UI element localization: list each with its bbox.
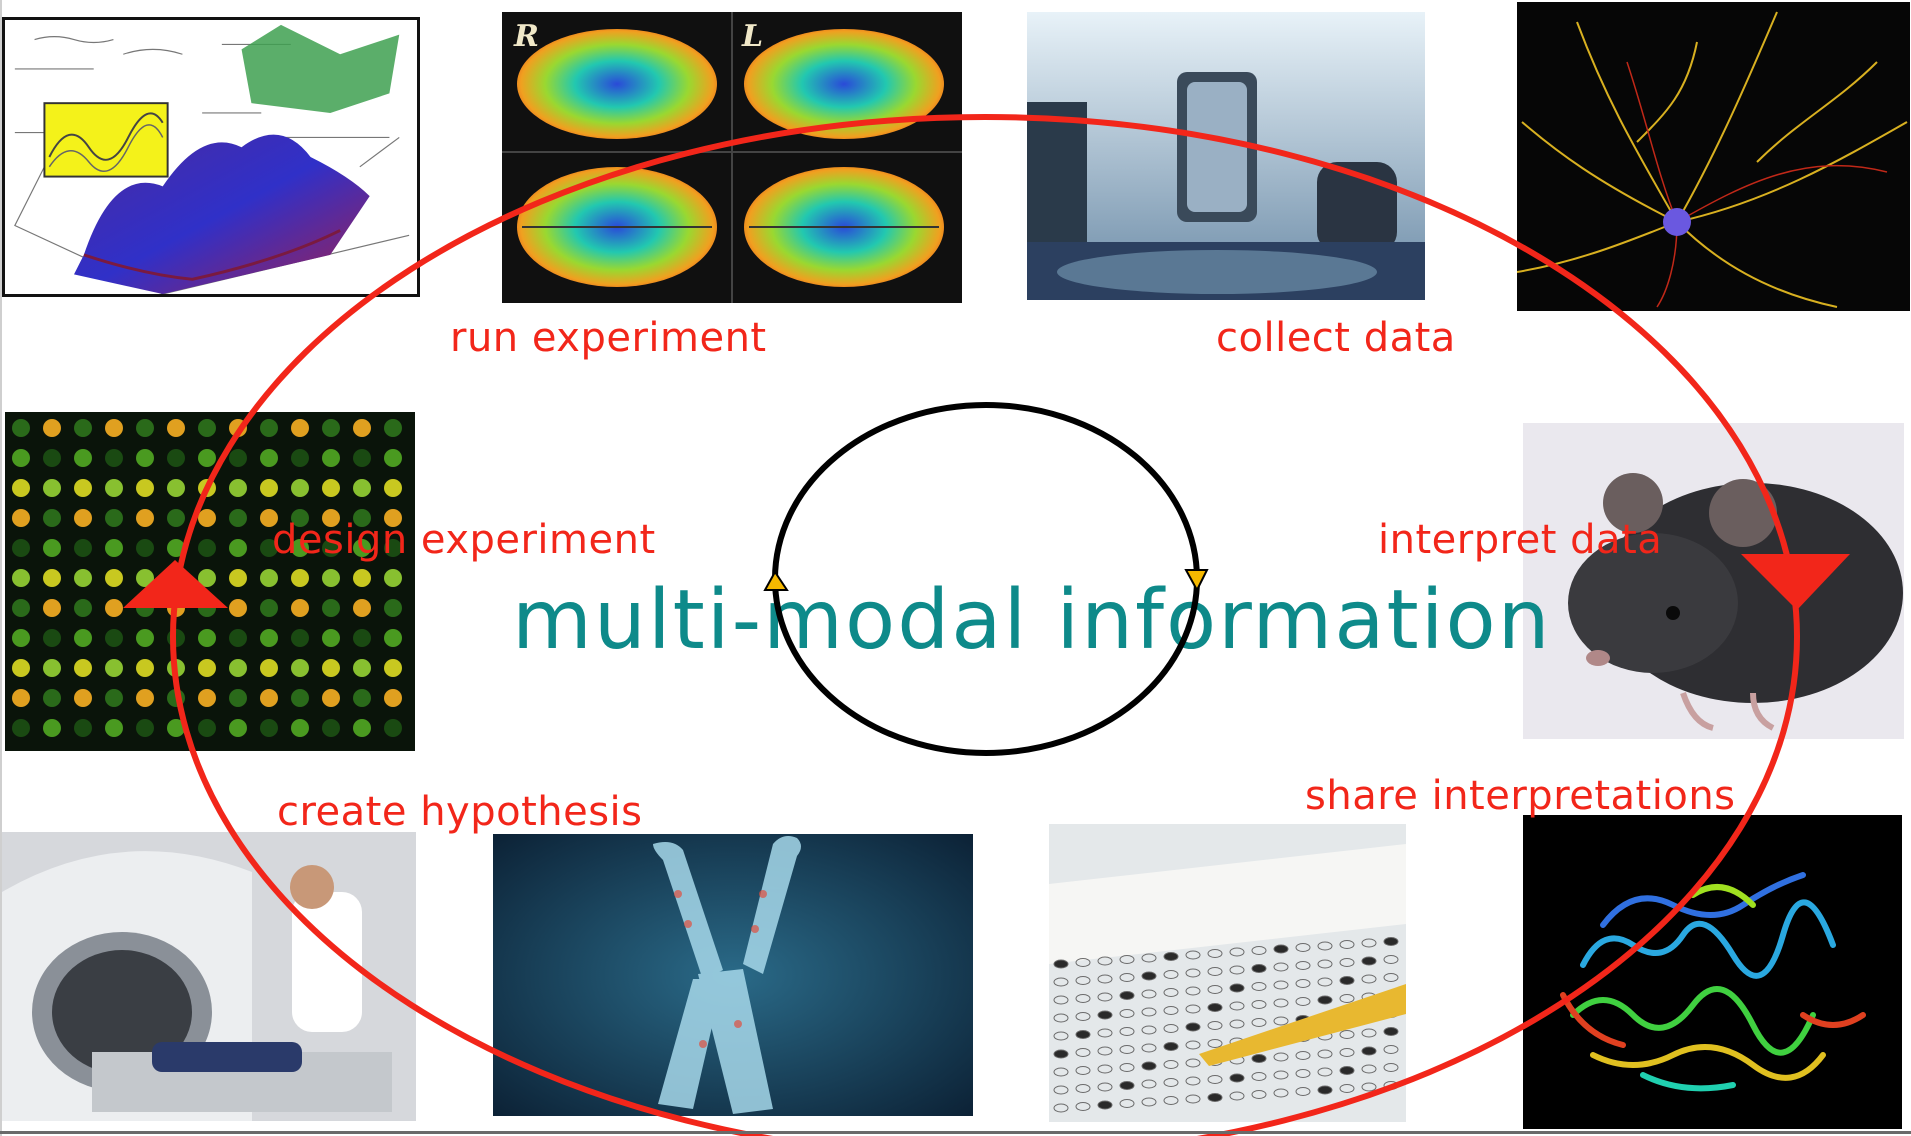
answer-sheet-image [1049,824,1406,1122]
design-experiment-label: design experiment [272,517,656,563]
mouse-image [1523,423,1904,739]
slide-bottom-border [0,1131,1911,1134]
center-multi-modal-information-label: multi-modal information [512,573,1552,668]
run-experiment-label: run experiment [450,315,767,361]
slide-left-edge [0,0,2,1136]
brain-activity-map-image: R L [502,12,962,303]
neuron-image [1517,2,1910,311]
collect-data-label: collect data [1216,315,1456,361]
chromosome-image [493,834,973,1116]
microarray-image [5,412,415,751]
mri-scanner-image [2,832,416,1121]
math-surface-plot-image [2,17,420,297]
share-interpretations-label: share interpretations [1305,773,1736,819]
brain-right-label: R [513,19,539,54]
brain-left-label: L [741,19,763,54]
create-hypothesis-label: create hypothesis [277,789,643,835]
protein-structure-image [1523,815,1902,1129]
interpret-data-label: interpret data [1378,517,1663,563]
microscope-image [1027,12,1425,300]
